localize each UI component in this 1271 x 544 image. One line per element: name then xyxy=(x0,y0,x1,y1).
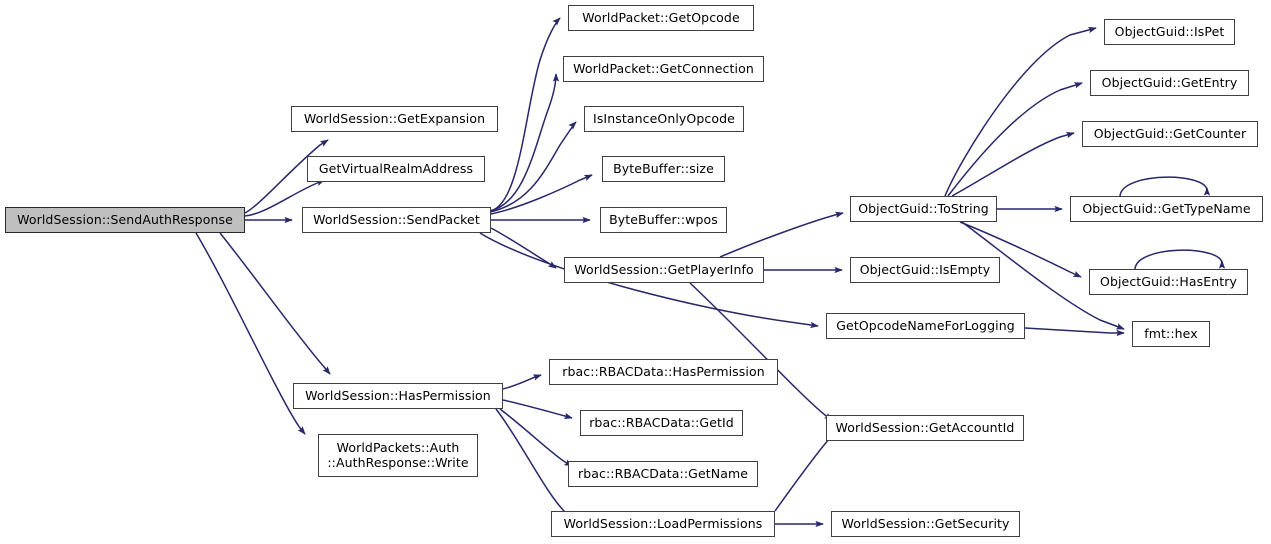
graph-node-get_account_id[interactable]: WorldSession::GetAccountId xyxy=(826,415,1024,441)
graph-edge-send_packet-to-get_connection xyxy=(489,73,560,212)
graph-node-label: ObjectGuid::GetCounter xyxy=(1093,125,1247,141)
graph-node-opcode_name_logging[interactable]: GetOpcodeNameForLogging xyxy=(826,313,1025,339)
graph-edge-has_permission_ws-to-load_permissions xyxy=(495,408,573,519)
graph-edge-get_type_name-to-get_type_name xyxy=(1119,176,1211,197)
graph-node-label: WorldPacket::GetOpcode xyxy=(582,9,740,25)
graph-node-rbac_get_name[interactable]: rbac::RBACData::GetName xyxy=(568,461,758,487)
graph-node-label: WorldSession::SendAuthResponse xyxy=(17,211,233,227)
graph-node-has_permission_ws[interactable]: WorldSession::HasPermission xyxy=(293,383,503,409)
graph-edge-send_auth_response-to-has_permission_ws xyxy=(219,232,331,375)
graph-node-get_connection[interactable]: WorldPacket::GetConnection xyxy=(563,56,764,82)
graph-node-get_opcode[interactable]: WorldPacket::GetOpcode xyxy=(568,5,754,31)
graph-node-bytebuffer_size[interactable]: ByteBuffer::size xyxy=(602,156,725,182)
graph-node-label: ByteBuffer::wpos xyxy=(609,211,718,227)
graph-node-label: WorldPacket::GetConnection xyxy=(573,60,754,76)
graph-node-label: WorldSession::GetAccountId xyxy=(835,419,1015,435)
graph-edge-has_permission_ws-to-rbac_has_permission xyxy=(502,374,542,390)
graph-node-label: rbac::RBACData::GetName xyxy=(577,465,749,481)
graph-edge-has_permission_ws-to-rbac_get_id xyxy=(502,399,573,419)
graph-node-is_pet[interactable]: ObjectGuid::IsPet xyxy=(1104,19,1235,45)
graph-node-label: ObjectGuid::IsPet xyxy=(1114,23,1225,39)
graph-edge-send_packet-to-is_instance_only xyxy=(489,121,577,213)
graph-node-get_virtual_realm[interactable]: GetVirtualRealmAddress xyxy=(307,156,485,182)
graph-node-is_empty[interactable]: ObjectGuid::IsEmpty xyxy=(850,257,1000,283)
graph-edge-to_string-to-get_entry xyxy=(947,82,1083,197)
graph-node-label: ObjectGuid::ToString xyxy=(858,200,989,216)
graph-node-has_entry[interactable]: ObjectGuid::HasEntry xyxy=(1089,269,1248,295)
graph-node-fmt_hex[interactable]: fmt::hex xyxy=(1132,321,1210,347)
graph-node-label: rbac::RBACData::GetId xyxy=(589,414,734,430)
graph-node-label: fmt::hex xyxy=(1144,325,1198,341)
graph-node-bytebuffer_wpos[interactable]: ByteBuffer::wpos xyxy=(600,207,727,233)
graph-edge-send_packet-to-bytebuffer_size xyxy=(490,174,593,215)
graph-node-rbac_has_permission[interactable]: rbac::RBACData::HasPermission xyxy=(549,359,778,385)
graph-edge-send_packet-to-get_opcode xyxy=(489,17,561,212)
graph-edge-load_permissions-to-get_account_id xyxy=(774,431,837,512)
graph-node-label: ObjectGuid::HasEntry xyxy=(1100,273,1237,289)
graph-node-label: WorldSession::LoadPermissions xyxy=(563,515,763,531)
graph-node-is_instance_only[interactable]: IsInstanceOnlyOpcode xyxy=(584,106,744,132)
graph-edge-send_auth_response-to-auth_response_write xyxy=(195,232,306,435)
graph-node-send_packet[interactable]: WorldSession::SendPacket xyxy=(302,207,491,233)
graph-node-get_player_info[interactable]: WorldSession::GetPlayerInfo xyxy=(564,257,764,283)
graph-node-rbac_get_id[interactable]: rbac::RBACData::GetId xyxy=(580,410,743,436)
graph-edge-get_player_info-to-get_account_id xyxy=(689,282,833,421)
graph-node-get_security[interactable]: WorldSession::GetSecurity xyxy=(831,511,1020,537)
graph-edge-opcode_name_logging-to-fmt_hex xyxy=(1024,327,1125,337)
graph-node-auth_response_write[interactable]: WorldPackets::Auth ::AuthResponse::Write xyxy=(318,434,478,477)
graph-node-label: WorldSession::GetExpansion xyxy=(303,110,486,126)
graph-node-get_entry[interactable]: ObjectGuid::GetEntry xyxy=(1090,70,1249,96)
graph-node-label: WorldSession::GetSecurity xyxy=(841,515,1010,531)
graph-edge-to_string-to-is_pet xyxy=(944,26,1097,197)
graph-node-label: WorldSession::GetPlayerInfo xyxy=(574,261,754,277)
graph-edge-has_permission_ws-to-rbac_get_name xyxy=(499,408,573,467)
graph-node-get_type_name[interactable]: ObjectGuid::GetTypeName xyxy=(1070,196,1263,222)
graph-node-label: IsInstanceOnlyOpcode xyxy=(593,110,735,126)
graph-node-label: ByteBuffer::size xyxy=(613,160,714,176)
graph-node-load_permissions[interactable]: WorldSession::LoadPermissions xyxy=(551,511,775,537)
graph-node-label: ObjectGuid::GetEntry xyxy=(1101,74,1238,90)
graph-node-label: ObjectGuid::IsEmpty xyxy=(859,261,991,277)
graph-edge-get_player_info-to-to_string xyxy=(719,211,844,258)
graph-edge-send_packet-to-get_player_info xyxy=(490,227,557,269)
graph-node-to_string[interactable]: ObjectGuid::ToString xyxy=(850,196,997,222)
graph-node-label: rbac::RBACData::HasPermission xyxy=(562,363,765,379)
graph-node-label: WorldPackets::Auth ::AuthResponse::Write xyxy=(327,440,469,470)
graph-node-label: WorldSession::HasPermission xyxy=(305,387,491,403)
graph-node-label: ObjectGuid::GetTypeName xyxy=(1082,200,1251,216)
graph-node-label: WorldSession::SendPacket xyxy=(313,211,480,227)
graph-node-label: GetOpcodeNameForLogging xyxy=(836,317,1015,333)
graph-node-get_expansion[interactable]: WorldSession::GetExpansion xyxy=(291,106,498,132)
graph-node-send_auth_response[interactable]: WorldSession::SendAuthResponse xyxy=(5,207,245,233)
graph-edge-to_string-to-get_counter xyxy=(951,132,1075,197)
graph-node-get_counter[interactable]: ObjectGuid::GetCounter xyxy=(1082,121,1258,147)
graph-edge-has_entry-to-has_entry xyxy=(1134,249,1226,270)
graph-node-label: GetVirtualRealmAddress xyxy=(318,160,474,176)
